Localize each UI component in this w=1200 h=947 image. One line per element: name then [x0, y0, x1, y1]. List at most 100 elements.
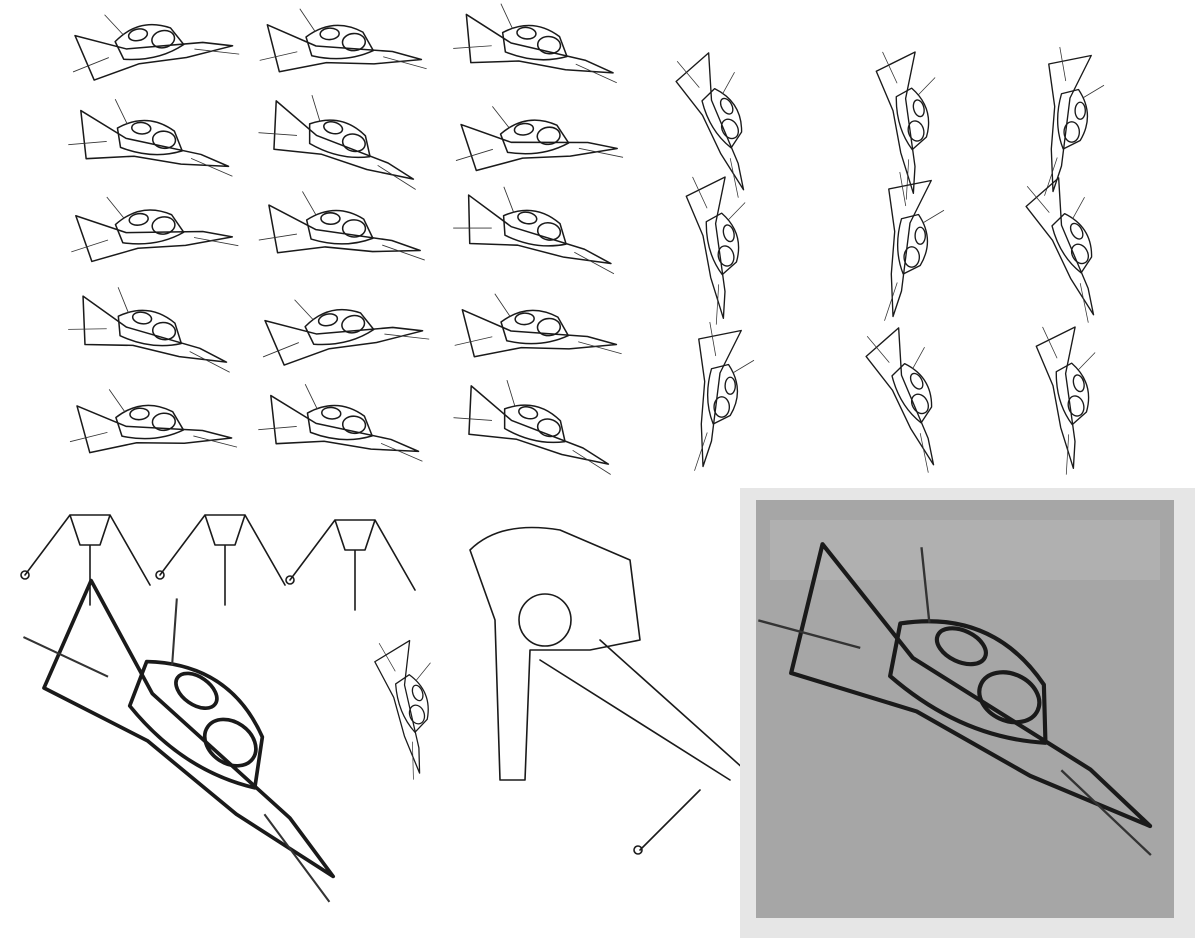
ship-engine: [341, 32, 367, 52]
ship-wing: [266, 24, 423, 73]
ship-thumbnail-17: [875, 51, 936, 200]
ship-engine: [202, 717, 258, 768]
ship-engine: [341, 415, 367, 435]
ship-wing: [465, 13, 614, 74]
ship-guns: [694, 321, 755, 471]
ship-cockpit: [321, 406, 342, 420]
ship-engine: [713, 396, 731, 418]
ship-thumbnail-18: [1044, 46, 1105, 196]
ship-engine: [151, 130, 177, 150]
ship-hull: [501, 24, 568, 61]
ship-cockpit: [1074, 101, 1086, 120]
ship-engine: [907, 120, 925, 142]
ship-cockpit: [317, 313, 339, 327]
ship-wing: [273, 100, 415, 180]
gear-struts: [24, 514, 151, 606]
ship-hull: [305, 209, 374, 245]
ship-hull: [500, 309, 570, 345]
ship-wing: [865, 327, 935, 466]
ship-wing: [268, 204, 421, 254]
ship-hull: [888, 619, 1048, 745]
ship-thumbnail-20: [884, 171, 945, 321]
ship-hull: [503, 404, 566, 444]
ship-cockpit: [174, 671, 219, 711]
ship-hull: [891, 362, 933, 424]
landing-gear-study-2: [155, 514, 286, 606]
ship-guns: [1044, 46, 1105, 196]
ship-cockpit: [516, 26, 537, 40]
ship-engine: [717, 245, 735, 267]
ship-engine: [720, 118, 740, 140]
small-front-study: [374, 639, 431, 780]
ship-thumbnail-14: [258, 384, 423, 462]
render-panel-highlight: [770, 520, 1160, 580]
ship-engine: [536, 126, 561, 146]
ship-cockpit: [724, 376, 736, 395]
ship-guns: [1026, 185, 1089, 323]
ship-hull: [117, 309, 183, 347]
landing-gear-study-1: [20, 514, 151, 606]
ship-wing: [460, 123, 618, 172]
ship-guns: [71, 196, 239, 253]
ship-cockpit: [514, 312, 535, 326]
ship-wing: [1025, 177, 1095, 316]
ship-cockpit: [1069, 222, 1084, 240]
ship-engine: [341, 219, 367, 238]
gear-struts: [159, 514, 286, 606]
ship-guns: [68, 99, 233, 177]
gear-foot: [285, 575, 295, 585]
side-hull: [469, 526, 641, 781]
ship-hull: [895, 87, 930, 151]
ship-hull: [896, 213, 929, 275]
ship-guns: [259, 8, 427, 70]
ship-wing: [75, 214, 234, 263]
ship-thumbnail-4: [68, 99, 233, 177]
ship-cockpit: [518, 406, 539, 420]
ship-guns: [378, 642, 431, 780]
ship-hull: [499, 119, 570, 155]
ship-engine: [151, 321, 177, 341]
ship-cockpit: [319, 27, 340, 41]
ship-wing: [685, 176, 726, 319]
side-leg: [539, 639, 746, 781]
ship-engine: [1063, 121, 1081, 143]
ship-guns: [676, 60, 739, 198]
ship-guns: [866, 335, 929, 473]
ship-thumbnail-7: [71, 196, 239, 263]
ship-engine: [1070, 243, 1090, 265]
ship-cockpit: [912, 99, 925, 118]
ship-thumbnail-15: [453, 379, 611, 475]
ship-guns: [884, 171, 945, 321]
rendered-panel: [740, 488, 1195, 938]
side-engine: [518, 593, 572, 647]
ship-guns: [69, 389, 238, 448]
ship-engine: [903, 246, 921, 268]
ship-hull: [701, 87, 743, 149]
ship-hull: [1055, 362, 1090, 426]
ship-wing: [76, 405, 233, 454]
ship-hull: [308, 119, 371, 159]
ship-hull: [306, 404, 373, 441]
gear-struts: [289, 519, 416, 611]
ship-thumbnail-3: [453, 3, 617, 84]
ship-hull: [706, 363, 739, 425]
ship-hull: [114, 209, 185, 245]
ship-wing: [875, 51, 916, 194]
ship-wing: [374, 639, 421, 774]
ship-cockpit: [131, 121, 152, 135]
ship-thumbnail-8: [258, 191, 425, 261]
ship-hull: [127, 659, 265, 790]
ship-guns: [455, 106, 624, 161]
ship-guns: [68, 287, 230, 373]
ship-guns: [454, 293, 622, 355]
ship-wing: [1035, 326, 1076, 469]
ship-guns: [258, 191, 425, 261]
landing-gear-study-3: [285, 519, 416, 611]
ship-cockpit: [131, 311, 153, 325]
ship-hull: [305, 24, 375, 60]
side-foot: [633, 845, 643, 855]
ship-thumbnail-16: [675, 52, 745, 198]
ship-wing: [468, 385, 610, 465]
ship-guns: [453, 3, 617, 84]
ship-engine: [341, 314, 366, 334]
